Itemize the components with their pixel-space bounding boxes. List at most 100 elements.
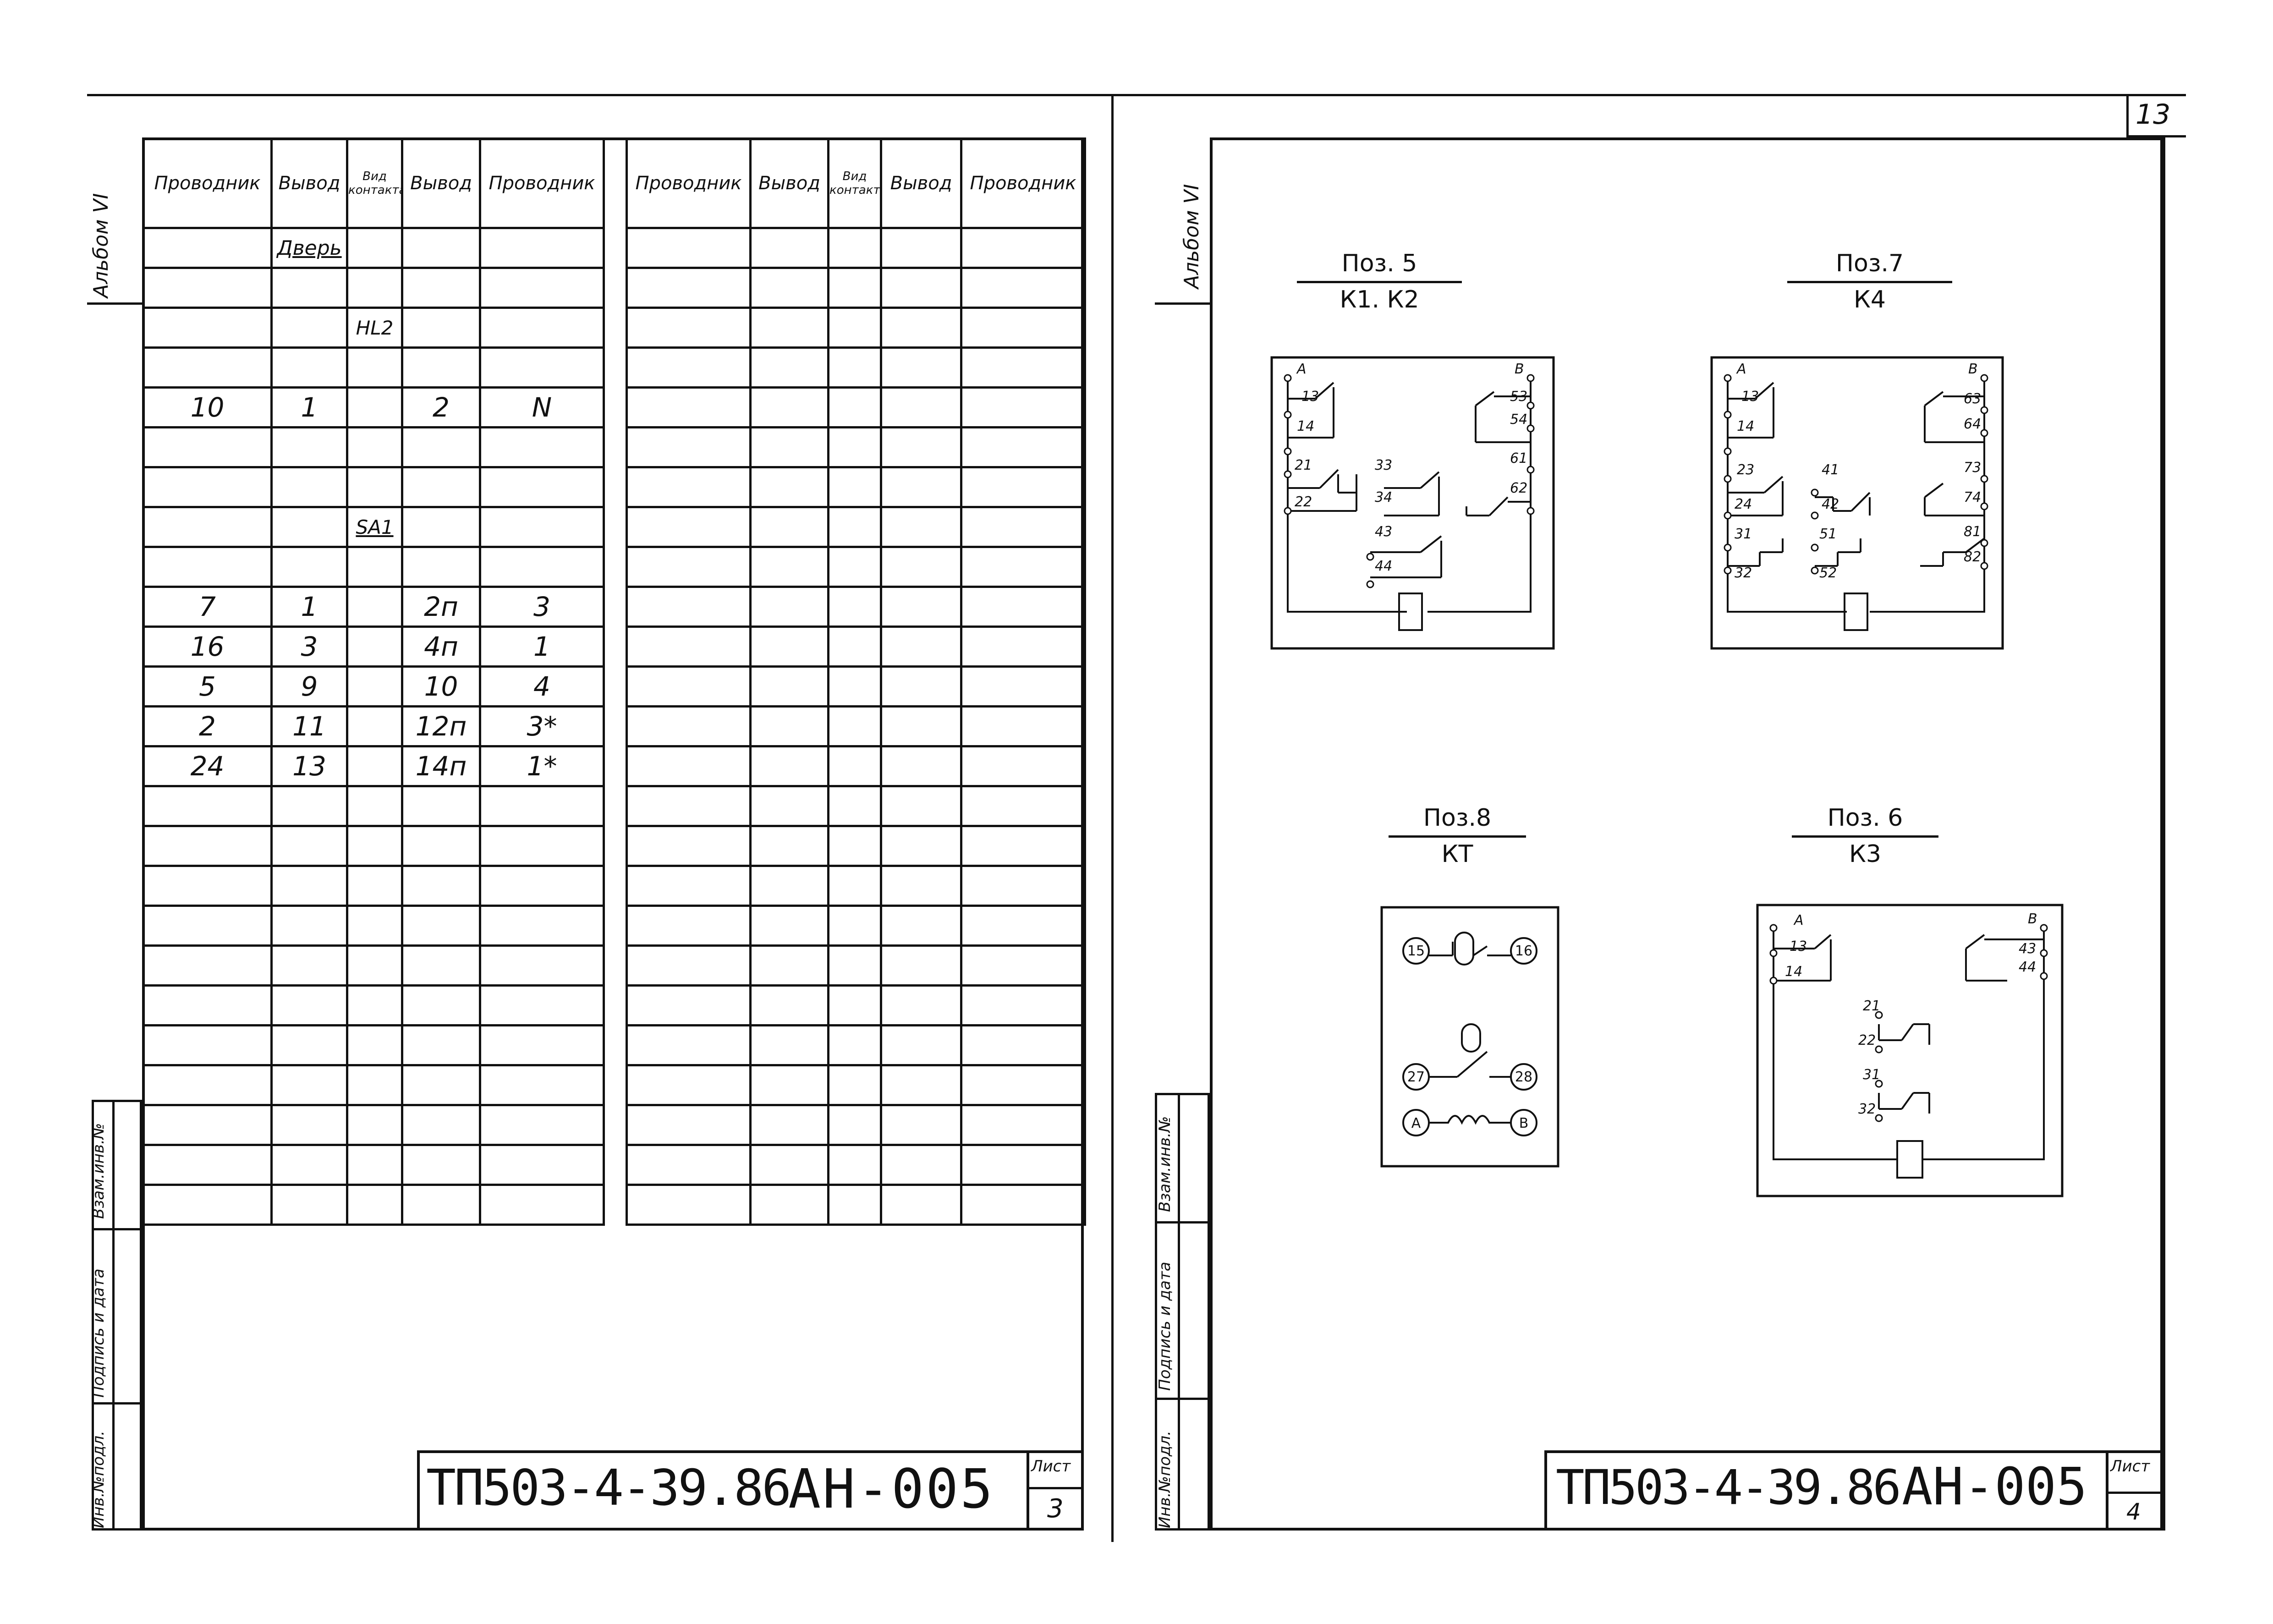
table-row (626, 506, 1086, 548)
table-cell (142, 546, 273, 588)
table-cell: 13 (270, 745, 348, 787)
table-cell (346, 665, 403, 708)
terminal-label: 14 (1737, 418, 1754, 434)
col-header: Вывод (880, 137, 962, 229)
table-cell (142, 307, 273, 349)
pos5-title: Поз. 5 (1297, 250, 1462, 283)
table-cell (142, 944, 273, 987)
terminal-label: B (1519, 1115, 1529, 1131)
terminal-label: 15 (1407, 943, 1425, 959)
table-cell (346, 785, 403, 827)
table-row (626, 386, 1086, 428)
table-cell (142, 984, 273, 1026)
table-cell (142, 825, 273, 867)
sheet-divider (1111, 94, 1114, 1542)
table-row (626, 705, 1086, 747)
table-cell (401, 1184, 481, 1226)
left-label-podpis: Подпись и дата (89, 1268, 108, 1398)
table-cell (346, 466, 403, 508)
table-cell: N (479, 386, 605, 428)
table-cell (479, 506, 605, 548)
terminal-label: 27 (1407, 1069, 1425, 1085)
table-cell: 7 (142, 586, 273, 628)
table-row (626, 1104, 1086, 1146)
table-cell (401, 307, 481, 349)
terminal-label: 52 (1819, 565, 1837, 581)
top-frame-line (87, 94, 2186, 96)
table-cell (346, 1104, 403, 1146)
table-cell (270, 1064, 348, 1106)
table-row (142, 1064, 605, 1106)
table-cell (270, 1104, 348, 1146)
pos8-title: Поз.8 (1389, 804, 1526, 838)
right-sig-sep-1 (1155, 1221, 1210, 1223)
left-sig-sep-1 (92, 1228, 142, 1230)
table-cell (346, 745, 403, 787)
sheet-label-left: Лист (1031, 1457, 1071, 1476)
table-cell (270, 785, 348, 827)
table-cell: Дверь (270, 227, 348, 269)
table-row (142, 346, 605, 389)
pos8-heading: Поз.8 КТ (1389, 804, 1526, 868)
terminal-label: 51 (1819, 526, 1837, 542)
title-stamp-left (417, 1450, 1084, 1531)
table-cell (142, 466, 273, 508)
album-label-left: Альбом VI (89, 193, 113, 298)
terminal-label: A (1411, 1115, 1421, 1131)
table-cell (142, 506, 273, 548)
terminal-label: 16 (1515, 943, 1532, 959)
stamp-doc-right: АН-005 (1902, 1457, 2087, 1517)
col-header: Вывод (270, 137, 348, 229)
table-cell: 5 (142, 665, 273, 708)
table-cell (270, 944, 348, 987)
table-row (626, 1144, 1086, 1186)
table-row (626, 466, 1086, 508)
terminal-label: 42 (1822, 496, 1839, 512)
table-cell (270, 346, 348, 389)
table-cell (401, 785, 481, 827)
terminal-label: 13 (1741, 389, 1759, 405)
table-row (142, 267, 605, 309)
terminal-label: 33 (1375, 457, 1392, 473)
table-cell (401, 865, 481, 907)
terminal-label: 13 (1790, 938, 1807, 955)
table-cell (270, 865, 348, 907)
table-cell (346, 1064, 403, 1106)
col-header: Проводник (626, 137, 752, 229)
table-row (626, 307, 1086, 349)
table-cell (479, 785, 605, 827)
table-cell (142, 905, 273, 947)
pos6-subtitle: К3 (1849, 840, 1881, 868)
table-row (142, 426, 605, 468)
terminal-label: B (1968, 361, 1978, 377)
table-row (142, 984, 605, 1026)
table-cell (401, 346, 481, 389)
terminal-label: 41 (1822, 462, 1839, 478)
table-cell (142, 785, 273, 827)
right-sheet-frame (1210, 137, 2163, 1531)
table-cell (479, 1144, 605, 1186)
table-cell (270, 825, 348, 867)
terminal-label: 63 (1964, 391, 1981, 407)
table-cell (479, 307, 605, 349)
stamp-doc-left: АН-005 (788, 1457, 995, 1520)
table-cell (401, 984, 481, 1026)
right-label-podpis: Подпись и дата (1156, 1262, 1174, 1391)
terminal-label: 54 (1510, 411, 1527, 428)
table-cell: 9 (270, 665, 348, 708)
table-row (626, 1184, 1086, 1226)
table-cell: 24 (142, 745, 273, 787)
pos5-heading: Поз. 5 К1. К2 (1297, 250, 1462, 313)
terminal-label: 32 (1858, 1101, 1876, 1117)
table-cell (270, 1184, 348, 1226)
stamp-code-left: ТП503-4-39.86 (426, 1459, 791, 1517)
table-row (142, 1184, 605, 1226)
table-cell (142, 1144, 273, 1186)
table-cell: 3 (270, 625, 348, 668)
terminal-label: 61 (1510, 450, 1527, 466)
table-cell: 10 (142, 386, 273, 428)
table-row: Дверь (142, 227, 605, 269)
album-label-right: Альбом VI (1180, 184, 1203, 289)
right-label-vzam: Взам.инв.№ (1156, 1116, 1174, 1212)
